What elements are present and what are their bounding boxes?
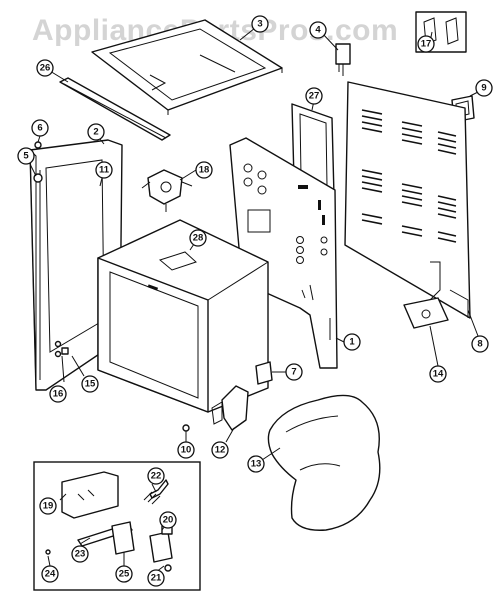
part-thermostat: [141, 169, 193, 212]
callout-8: 8: [471, 335, 489, 353]
callout-28: 28: [189, 229, 207, 247]
callout-16: 16: [49, 385, 67, 403]
part-small-hardware: [54, 340, 69, 358]
callout-9: 9: [475, 79, 493, 97]
callout-6: 6: [31, 119, 49, 137]
svg-text:24: 24: [45, 569, 56, 580]
svg-text:21: 21: [151, 573, 162, 584]
svg-text:27: 27: [309, 91, 320, 102]
part-oven-cavity: [97, 219, 269, 413]
svg-text:16: 16: [53, 389, 64, 400]
callout-18: 18: [195, 161, 213, 179]
svg-text:15: 15: [85, 379, 96, 390]
inset-box: [33, 461, 201, 591]
callout-20: 20: [159, 511, 177, 529]
part-hinge-bracket: [211, 385, 249, 431]
callout-5: 5: [17, 147, 35, 165]
svg-text:7: 7: [291, 367, 296, 378]
svg-text:22: 22: [151, 471, 162, 482]
svg-text:4: 4: [315, 25, 321, 36]
callout-23: 23: [71, 545, 89, 563]
callout-3: 3: [251, 15, 269, 33]
svg-text:12: 12: [215, 445, 226, 456]
part-back-panel: [344, 81, 471, 319]
callout-2: 2: [87, 123, 105, 141]
part-insulation-blanket: [267, 394, 381, 531]
callout-1: 1: [343, 333, 361, 351]
callout-14: 14: [429, 365, 447, 383]
callout-22: 22: [147, 467, 165, 485]
svg-text:28: 28: [193, 233, 204, 244]
svg-text:19: 19: [43, 501, 54, 512]
svg-text:17: 17: [421, 39, 432, 50]
callout-19: 19: [39, 497, 57, 515]
svg-text:13: 13: [251, 459, 262, 470]
callout-11: 11: [95, 161, 113, 179]
svg-text:1: 1: [349, 337, 355, 348]
callout-26: 26: [36, 59, 54, 77]
callout-4: 4: [309, 21, 327, 39]
part-strip: [59, 77, 171, 141]
svg-text:18: 18: [199, 165, 210, 176]
svg-text:10: 10: [181, 445, 192, 456]
callout-25: 25: [115, 565, 133, 583]
callout-7: 7: [285, 363, 303, 381]
callout-15: 15: [81, 375, 99, 393]
callout-17: 17: [417, 35, 435, 53]
svg-text:8: 8: [477, 339, 482, 350]
callout-10: 10: [177, 441, 195, 459]
callout-21: 21: [147, 569, 165, 587]
svg-text:25: 25: [119, 569, 130, 580]
part-top-panel: [91, 19, 283, 115]
callout-13: 13: [247, 455, 265, 473]
part-bottom-bracket: [403, 297, 449, 329]
svg-text:9: 9: [481, 83, 486, 94]
svg-text:26: 26: [40, 63, 51, 74]
svg-text:2: 2: [93, 127, 98, 138]
svg-text:14: 14: [433, 369, 444, 380]
callout-12: 12: [211, 441, 229, 459]
svg-text:23: 23: [75, 549, 86, 560]
part-cavity-bracket: [255, 361, 273, 385]
svg-text:5: 5: [23, 151, 29, 162]
svg-text:3: 3: [257, 19, 262, 30]
callout-27: 27: [305, 87, 323, 105]
svg-text:11: 11: [99, 165, 110, 176]
callout-24: 24: [41, 565, 59, 583]
svg-text:20: 20: [163, 515, 174, 526]
part-clip: [335, 43, 351, 76]
part-screw-10: [182, 424, 190, 438]
svg-text:6: 6: [37, 123, 42, 134]
